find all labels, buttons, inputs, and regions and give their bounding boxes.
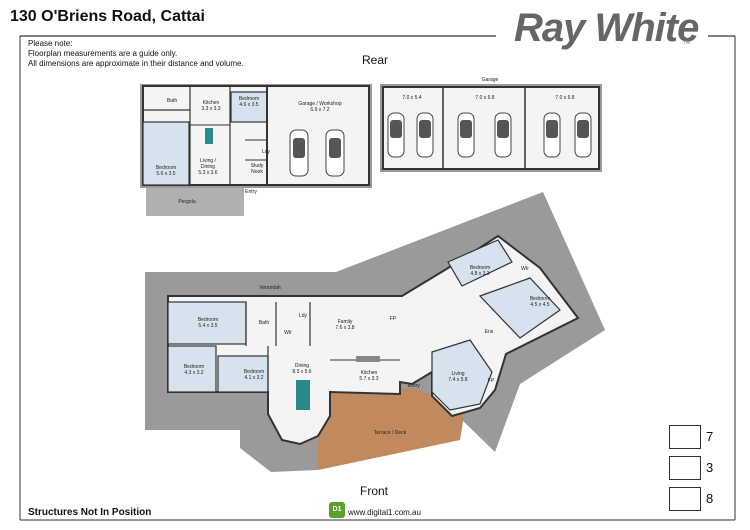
bedrooms-count: 7 xyxy=(706,429,714,444)
property-address: 130 O'Briens Road, Cattai xyxy=(10,8,205,25)
note-heading: Please note: xyxy=(28,39,73,48)
room-label: WIr xyxy=(284,330,292,336)
disclaimer-note: Please note: Floorplan measurements are … xyxy=(28,39,244,69)
room-label: Garage xyxy=(481,77,499,83)
room-label: Entry xyxy=(245,189,257,195)
rear-house-plan xyxy=(140,84,372,216)
room-label: Bath xyxy=(258,320,270,326)
room-label: Kitchen 3.3 x 3.3 xyxy=(201,100,221,112)
room-label: Bedroom 4.3 x 3.2 xyxy=(183,364,205,376)
bathrooms-count: 3 xyxy=(706,460,714,475)
room-label: Pergola xyxy=(178,199,196,205)
note-line: Floorplan measurements are a guide only. xyxy=(28,49,178,58)
front-label: Front xyxy=(360,484,389,498)
room-label: Study Nook xyxy=(250,163,264,175)
room-label: Entry xyxy=(408,383,420,389)
room-label: FP xyxy=(487,378,495,384)
room-label: Bedroom 5.6 x 3.5 xyxy=(155,165,177,177)
website-link[interactable]: www.digital1.com.au xyxy=(348,508,421,517)
bathrooms-icon-box xyxy=(669,456,701,480)
room-label: Family 7.6 x 3.8 xyxy=(335,319,355,331)
brand-logo: Ray White xyxy=(514,6,699,50)
room-label: FP xyxy=(389,316,397,322)
room-label: Garage / Workshop 6.9 x 7.2 xyxy=(298,101,342,113)
room-label: Kitchen 5.7 x 3.3 xyxy=(359,370,379,382)
garages-icon-box xyxy=(669,487,701,511)
room-label: 7.0 x 6.8 xyxy=(555,95,575,101)
room-label: Bedroom 5.4 x 3.5 xyxy=(197,317,219,329)
note-line: All dimensions are approximate in their … xyxy=(28,59,244,68)
room-label: Living / Dining 5.3 x 3.6 xyxy=(198,158,218,176)
bedrooms-icon-box xyxy=(669,425,701,449)
room-label: Verandah xyxy=(259,285,281,291)
room-label: Ens xyxy=(484,329,494,335)
room-label: Dining 8.3 x 5.6 xyxy=(292,363,312,375)
room-label: Terrace / Deck xyxy=(373,430,407,436)
room-label: Ldy xyxy=(261,149,271,155)
room-label: 7.0 x 6.8 xyxy=(475,95,495,101)
room-label: Bedroom 4.1 x 3.2 xyxy=(243,369,265,381)
main-house-plan xyxy=(145,192,605,472)
digital1-logo: D1 xyxy=(329,502,345,518)
rear-label: Rear xyxy=(362,53,389,67)
room-label: Ldy xyxy=(298,313,308,319)
room-label: Bath xyxy=(166,98,178,104)
room-label: Living 7.4 x 5.8 xyxy=(448,371,468,383)
garage-plan xyxy=(380,84,602,172)
room-label: Bedroom 4.6 x 3.5 xyxy=(238,96,260,108)
structures-note: Structures Not In Position xyxy=(28,507,152,518)
room-label: WIr xyxy=(521,266,529,272)
room-label: Bedroom 4.8 x 3.3 xyxy=(469,265,491,277)
room-label: 7.0 x 5.4 xyxy=(402,95,422,101)
garages-count: 8 xyxy=(706,491,714,506)
brand-trademark: TM xyxy=(683,40,691,46)
room-label: Bedroom 4.5 x 4.5 xyxy=(529,296,551,308)
